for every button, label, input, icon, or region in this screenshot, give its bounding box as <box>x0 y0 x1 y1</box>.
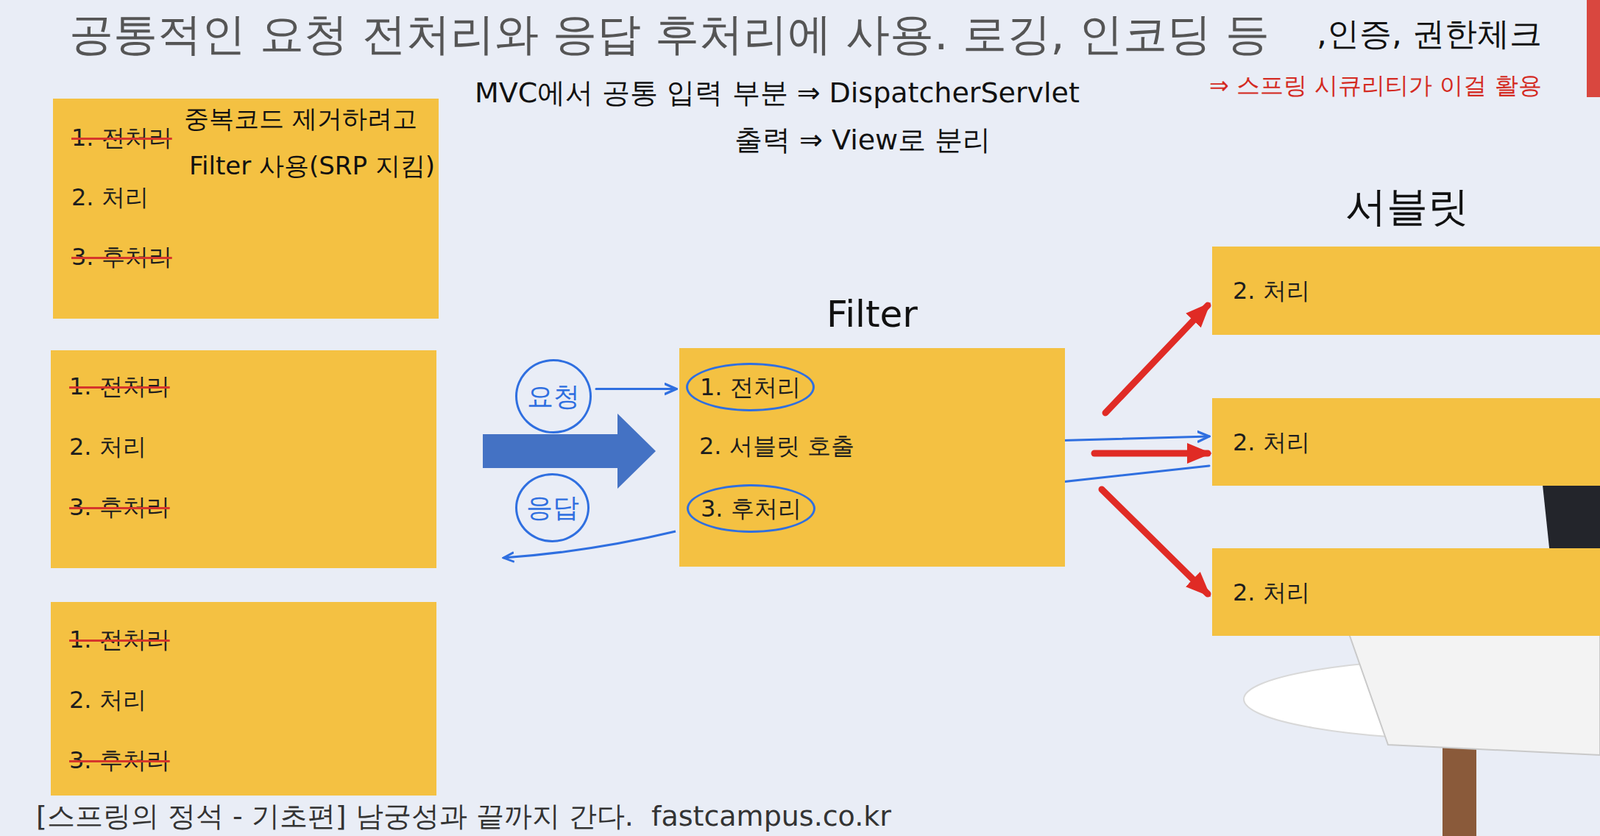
flow-arrow <box>1105 305 1208 413</box>
handwritten-note: 중복코드 제거하려고 <box>183 103 418 135</box>
handwritten-note: Filter 사용(SRP 지킴) <box>189 150 435 182</box>
group-heading: 서블릿 <box>1345 181 1469 233</box>
caption: [스프링의 정석 - 기초편] 남궁성과 끝까지 간다. fastcampus.… <box>36 799 892 834</box>
process-box: 1. 전처리 2. 처리 3. 후처리 <box>50 350 437 569</box>
node-text: 3. 후처리 <box>69 745 171 775</box>
node-text: 3. 후처리 <box>71 242 173 272</box>
corner-bar <box>1586 0 1600 98</box>
node-text: 3. 후처리 <box>686 484 816 533</box>
node-text: 2. 처리 <box>1232 275 1311 306</box>
flow-arrow <box>1094 450 1208 458</box>
process-box: 1. 전처리 2. 처리 3. 후처리 <box>50 602 437 796</box>
node-text: 요청 <box>526 380 580 413</box>
node-text: 2. 처리 <box>1232 577 1311 608</box>
node-text: 1. 전처리 <box>69 624 171 655</box>
flow-arrow <box>1101 489 1208 594</box>
servlet-box: 2. 처리 <box>1212 548 1600 636</box>
node-text: 응답 <box>526 491 580 525</box>
node-text: 1. 전처리 <box>685 362 815 412</box>
request-circle: 요청 <box>515 359 592 434</box>
handwritten-note: 출력 ⇒ View로 분리 <box>734 122 991 158</box>
node-text: 2. 처리 <box>69 685 147 715</box>
node-text: 2. 처리 <box>71 182 149 212</box>
node-text: 2. 서블릿 호출 <box>699 431 855 461</box>
filter-box: Filter1. 전처리2. 서블릿 호출3. 후처리 <box>679 348 1065 567</box>
flow-arrow <box>596 387 677 391</box>
node-text: 3. 후처리 <box>69 492 171 522</box>
response-arrow <box>503 531 676 558</box>
servlet-box: 2. 처리 <box>1212 246 1600 335</box>
response-circle: 응답 <box>515 473 590 543</box>
handwritten-note: MVC에서 공통 입력 부분 ⇒ DispatcherServlet <box>474 75 1080 111</box>
node-text: 2. 처리 <box>1232 427 1311 458</box>
handwritten-note: ⇒ 스프링 시큐리티가 이걸 활용 <box>1209 70 1542 101</box>
node-text: 2. 처리 <box>69 432 147 462</box>
node-heading: Filter <box>679 292 1065 337</box>
servlet-box: 2. 처리 <box>1212 398 1600 486</box>
block-arrow <box>482 413 656 489</box>
title: 공통적인 요청 전처리와 응답 후처리에 사용. 로깅, 인코딩 등 <box>69 7 1270 61</box>
node-text: 1. 전처리 <box>71 122 173 153</box>
handwritten-note: ,인증, 권한체크 <box>1316 13 1542 54</box>
node-text: 1. 전처리 <box>69 371 171 402</box>
